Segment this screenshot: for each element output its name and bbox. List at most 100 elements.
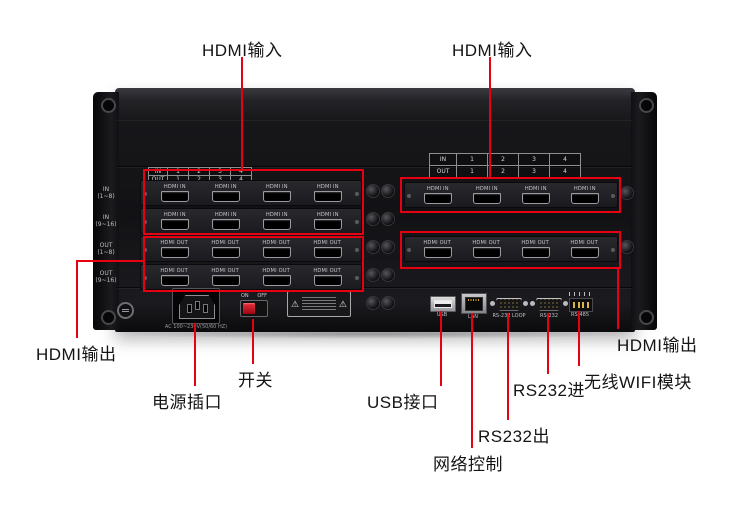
io-table-cell: 3: [209, 176, 230, 183]
rs232-caption: RS-232: [540, 313, 558, 319]
hdmi-connector: [262, 275, 291, 286]
io-table-cell: 4: [230, 168, 251, 175]
rack-ear-left: [93, 92, 119, 330]
switch-off-label: OFF: [257, 293, 267, 299]
hdmi-port-label: HDMI OUT: [313, 267, 342, 274]
hdmi-connector: [521, 193, 550, 204]
io-table-cell: 2: [487, 166, 518, 177]
label-network-control: 网络控制: [433, 455, 503, 474]
hdmi-port: HDMI OUT: [568, 240, 600, 258]
panel-knob: [381, 240, 395, 254]
rack-ear-right: [631, 92, 657, 330]
hdmi-port-row: HDMI IN HDMI IN HDMI IN HDMI IN: [140, 208, 362, 234]
hdmi-port: HDMI IN: [211, 212, 240, 230]
hdmi-port: HDMI IN: [211, 184, 240, 202]
usb-caption: USB: [430, 312, 454, 318]
rs485-caption: RS-485: [571, 312, 589, 318]
power-pin: [187, 304, 192, 313]
hdmi-port-label: HDMI IN: [316, 211, 339, 218]
hdmi-port: HDMI OUT: [209, 268, 241, 286]
label-hdmi-output-right: HDMI输出: [617, 336, 698, 355]
hdmi-port-label: HDMI OUT: [211, 239, 240, 246]
hdmi-port: HDMI OUT: [260, 268, 292, 286]
label-wifi-module: 无线WIFI模块: [584, 373, 692, 392]
hdmi-port: HDMI OUT: [311, 268, 343, 286]
hdmi-port-label: HDMI OUT: [570, 239, 599, 246]
annotation-line-hdmi-output-left-h: [76, 260, 143, 262]
hdmi-connector: [262, 247, 291, 258]
io-table-cell: 2: [487, 154, 518, 165]
hdmi-port-label: HDMI OUT: [262, 239, 291, 246]
annotation-line-hdmi-output-left-v: [76, 260, 78, 338]
io-table-cell: 1: [167, 176, 188, 183]
hdmi-port: HDMI IN: [472, 186, 501, 204]
warning-triangle-icon: ⚠: [291, 298, 300, 309]
annotation-rect-hdmi-in-left: [143, 169, 364, 235]
panel-seam: [117, 166, 633, 167]
hdmi-port: HDMI OUT: [311, 240, 343, 258]
hdmi-port-label: HDMI IN: [163, 183, 186, 190]
hdmi-connector: [570, 193, 599, 204]
ac-rating-text: AC 100~230V(50/60 HZ): [164, 324, 228, 330]
hdmi-connector: [262, 219, 291, 230]
panel-seam: [117, 287, 633, 288]
io-table-cell: 3: [518, 154, 549, 165]
io-table-cell: 2: [188, 176, 209, 183]
hdmi-port: HDMI IN: [262, 184, 291, 202]
switch-body: [240, 300, 268, 317]
hdmi-connector: [160, 191, 189, 202]
panel-knob: [366, 212, 380, 226]
io-table-cell: 4: [230, 176, 251, 183]
hdmi-connector: [211, 275, 240, 286]
io-table-cell: 1: [167, 168, 188, 175]
side-port-range-label: OUT (9~16): [95, 270, 117, 284]
annotation-line-power-socket: [194, 323, 196, 386]
annotation-line-lan: [471, 313, 473, 448]
hdmi-port-row: HDMI OUT HDMI OUT HDMI OUT HDMI OUT: [140, 264, 362, 290]
io-table-cell: 1: [456, 154, 487, 165]
annotation-line-hdmi-output-right: [617, 269, 619, 329]
panel-knob: [366, 184, 380, 198]
annotation-line-usb: [440, 311, 442, 386]
screw-hole: [639, 98, 654, 113]
rs485-terminal: [569, 298, 593, 312]
hdmi-connector: [262, 191, 291, 202]
rs232-loop-caption: RS-232 LOOP: [492, 313, 526, 319]
hdmi-connector: [211, 191, 240, 202]
hdmi-port: HDMI IN: [160, 212, 189, 230]
hdmi-port: HDMI IN: [423, 186, 452, 204]
hdmi-connector: [160, 247, 189, 258]
hdmi-port-label: HDMI IN: [265, 211, 288, 218]
annotation-rect-hdmi-out-left: [143, 236, 364, 292]
io-table-cell: IN: [439, 156, 447, 163]
hdmi-connector: [160, 275, 189, 286]
hdmi-connector: [160, 219, 189, 230]
io-table-cell: 2: [188, 168, 209, 175]
rj45-jack: [465, 297, 483, 311]
annotation-line-hdmi-input-left: [241, 57, 243, 169]
hdmi-port: HDMI OUT: [158, 268, 190, 286]
annotation-rect-hdmi-out-right: [400, 231, 621, 269]
io-table-cell: 3: [518, 166, 549, 177]
power-pin: [203, 304, 208, 313]
label-hdmi-input-right: HDMI输入: [452, 41, 533, 60]
label-power-socket: 电源插口: [152, 393, 222, 412]
rs485-pin-ticks: [569, 292, 591, 296]
hdmi-port: HDMI OUT: [421, 240, 453, 258]
hdmi-port-label: HDMI OUT: [423, 239, 452, 246]
label-rs232-out: RS232出: [478, 427, 550, 446]
power-inlet-socket: [172, 288, 220, 324]
lan-port: [461, 293, 487, 314]
switch-on-label: ON: [241, 293, 249, 299]
hdmi-connector: [313, 191, 342, 202]
annotation-line-rs232-in: [547, 313, 549, 374]
power-switch: ON OFF: [239, 293, 269, 319]
hdmi-port: HDMI IN: [313, 211, 342, 230]
panel-knob: [620, 186, 634, 200]
hdmi-port-label: HDMI IN: [524, 185, 547, 192]
